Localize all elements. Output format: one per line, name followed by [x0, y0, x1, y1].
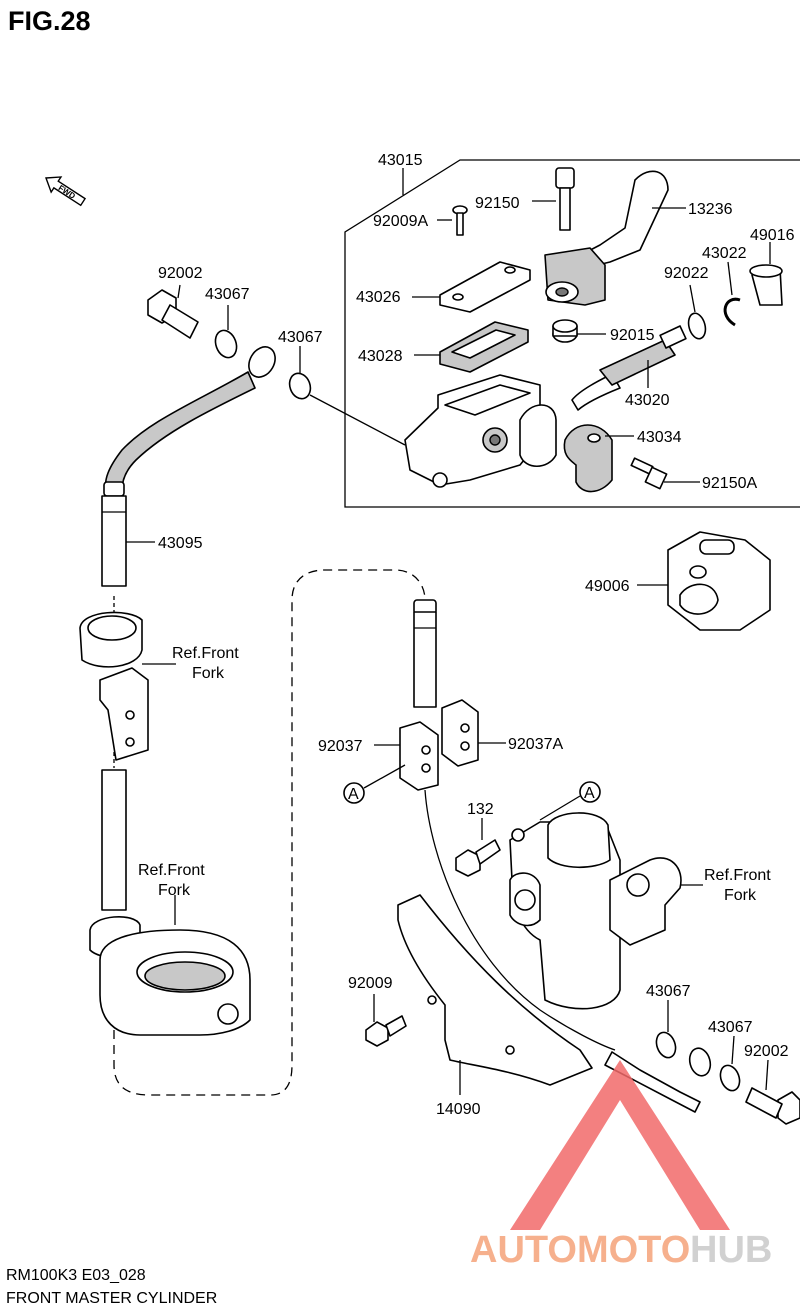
bolt-92150	[555, 167, 575, 231]
bolt-92009	[365, 1015, 407, 1047]
watermark-suffix: HUB	[690, 1229, 772, 1271]
brake-hose-43095	[101, 346, 276, 587]
leader-43022	[727, 261, 733, 296]
label-43067-a: 43067	[205, 286, 250, 303]
label-43095: 43095	[158, 535, 203, 552]
label-43015: 43015	[378, 152, 423, 169]
banjo-fitting-lower	[604, 1047, 712, 1113]
assembly-frame-43015	[344, 159, 800, 508]
leader-92022	[689, 284, 696, 313]
leader-43067-d	[731, 1035, 735, 1065]
label-92009A: 92009A	[373, 213, 428, 230]
footer-name: FRONT MASTER CYLINDER	[6, 1290, 217, 1307]
label-92150A: 92150A	[702, 475, 757, 492]
leader-92002-lower	[765, 1059, 769, 1091]
clamp-49006	[667, 531, 771, 631]
bolt-92002-top	[147, 289, 199, 339]
washer-92022	[687, 312, 707, 340]
footer-model-code: RM100K3 E03_028	[6, 1267, 146, 1284]
label-92037A: 92037A	[508, 736, 563, 753]
label-92022: 92022	[664, 265, 709, 282]
label-43020: 43020	[625, 392, 670, 409]
watermark-logo: AUTOMOTO HUB	[470, 1060, 772, 1271]
label-92150: 92150	[475, 195, 520, 212]
hose-guide-92037	[399, 721, 439, 791]
watermark-triangle-icon	[510, 1060, 730, 1230]
leader-banjo-to-cylinder	[309, 394, 406, 446]
circlip-43022	[723, 297, 741, 327]
label-43034: 43034	[637, 429, 682, 446]
bolt-132	[455, 839, 501, 877]
bolt-92150A	[630, 457, 668, 490]
leader-ref-a-2	[539, 795, 581, 821]
label-92002-lower: 92002	[744, 1043, 789, 1060]
ref-a-callout-2: A	[579, 781, 601, 803]
svg-text:A: A	[584, 785, 595, 802]
label-43067-b: 43067	[278, 329, 323, 346]
brake-lever-13236	[544, 170, 669, 306]
figure-title: FIG.28	[8, 6, 91, 36]
label-43022: 43022	[702, 245, 747, 262]
hose-guide-92037A	[441, 699, 479, 767]
cap-43026	[439, 261, 531, 313]
label-43067-c: 43067	[646, 983, 691, 1000]
label-92009: 92009	[348, 975, 393, 992]
washer-43067-a	[214, 329, 238, 359]
brake-caliper	[509, 812, 682, 1010]
label-13236: 13236	[688, 201, 733, 218]
label-43067-d: 43067	[708, 1019, 753, 1036]
label-49016: 49016	[750, 227, 795, 244]
washer-43067-b	[288, 372, 312, 400]
brake-hose-lower	[101, 596, 127, 911]
svg-text:A: A	[348, 786, 359, 803]
leader-ref-a-1	[363, 764, 406, 789]
label-132: 132	[467, 801, 494, 818]
nut-92015	[552, 319, 578, 343]
ref-a-callout-1: A	[343, 782, 365, 804]
guard-14090	[397, 894, 593, 1086]
master-cylinder-body	[404, 374, 557, 488]
brake-hose-caliper-side	[413, 599, 616, 1051]
label-49006: 49006	[585, 578, 630, 595]
label-92037: 92037	[318, 738, 363, 755]
boot-49016	[749, 264, 783, 306]
screw-92009A	[452, 205, 468, 236]
piston-kit-43020	[571, 325, 687, 411]
clamp-43034	[563, 424, 613, 493]
label-92015: 92015	[610, 327, 655, 344]
washer-43067-d	[719, 1064, 741, 1092]
label-14090: 14090	[436, 1101, 481, 1118]
fork-clamp-lower	[89, 915, 251, 1036]
routing-dashed-outline	[113, 569, 426, 1096]
label-43026: 43026	[356, 289, 401, 306]
label-43028: 43028	[358, 348, 403, 365]
fwd-arrow-icon: FWD	[45, 176, 87, 207]
diaphragm-43028	[439, 321, 529, 373]
bolt-92002-lower	[745, 1087, 800, 1125]
leader-92002-top	[177, 284, 181, 299]
watermark-prefix: AUTOMOTO	[470, 1229, 690, 1271]
hose-guide-upper	[79, 611, 149, 761]
label-92002-top: 92002	[158, 265, 203, 282]
washer-43067-c	[655, 1031, 677, 1059]
